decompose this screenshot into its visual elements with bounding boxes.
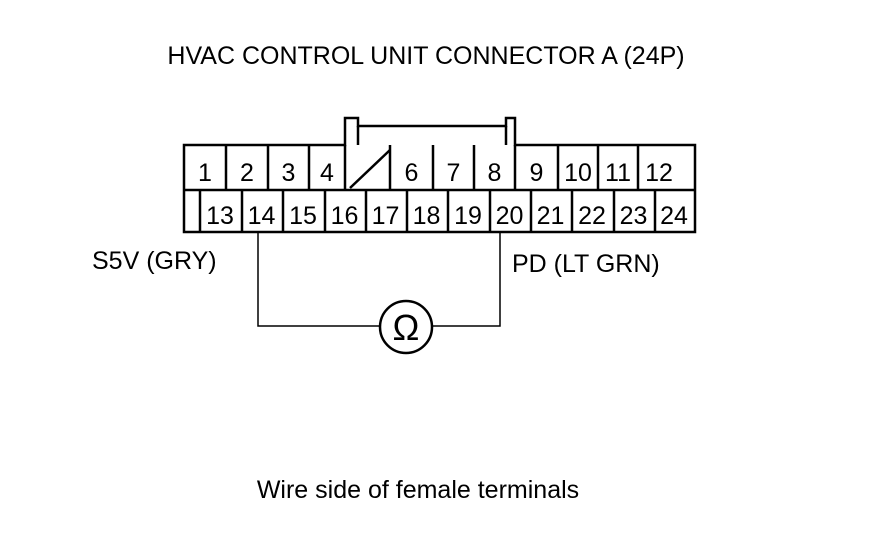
left-probe-label: S5V (GRY)	[92, 247, 217, 275]
terminal-number: 22	[578, 202, 606, 230]
terminal-number: 23	[620, 202, 648, 230]
right-probe-wire	[432, 232, 501, 327]
ohmmeter-icon: Ω	[378, 299, 434, 355]
terminal-number: 8	[488, 159, 502, 187]
terminal-number: 10	[564, 159, 592, 187]
terminal-number: 16	[331, 202, 359, 230]
terminal-number: 1	[198, 159, 212, 187]
terminal-number: 4	[320, 159, 334, 187]
terminal-number: 17	[372, 202, 400, 230]
terminal-number: 19	[454, 202, 482, 230]
terminal-number: 18	[413, 202, 441, 230]
terminal-number: 6	[405, 159, 419, 187]
terminal-number: 11	[605, 159, 631, 187]
terminal-number: 15	[289, 202, 317, 230]
connector-bottom-row: 13 14 15 16 17 18 19 20 21 22 23 24	[198, 190, 688, 232]
terminal-number: 9	[530, 159, 544, 187]
blocked-cavity-slash	[349, 149, 391, 189]
terminal-number: 2	[240, 159, 254, 187]
terminal-number: 14	[248, 202, 276, 230]
terminal-number: 21	[537, 202, 565, 230]
terminal-number: 3	[282, 159, 296, 187]
diagram-title: HVAC CONTROL UNIT CONNECTOR A (24P)	[167, 42, 684, 70]
terminal-number: 13	[206, 202, 234, 230]
probe-wires	[257, 232, 501, 327]
right-probe-label: PD (LT GRN)	[512, 250, 660, 278]
left-probe-wire	[257, 232, 380, 327]
terminal-number: 24	[660, 202, 688, 230]
terminal-number: 20	[496, 202, 524, 230]
diagram-caption: Wire side of female terminals	[257, 476, 579, 504]
terminal-number: 7	[447, 159, 461, 187]
meter-symbol: Ω	[393, 307, 420, 348]
terminal-number: 12	[645, 159, 673, 187]
